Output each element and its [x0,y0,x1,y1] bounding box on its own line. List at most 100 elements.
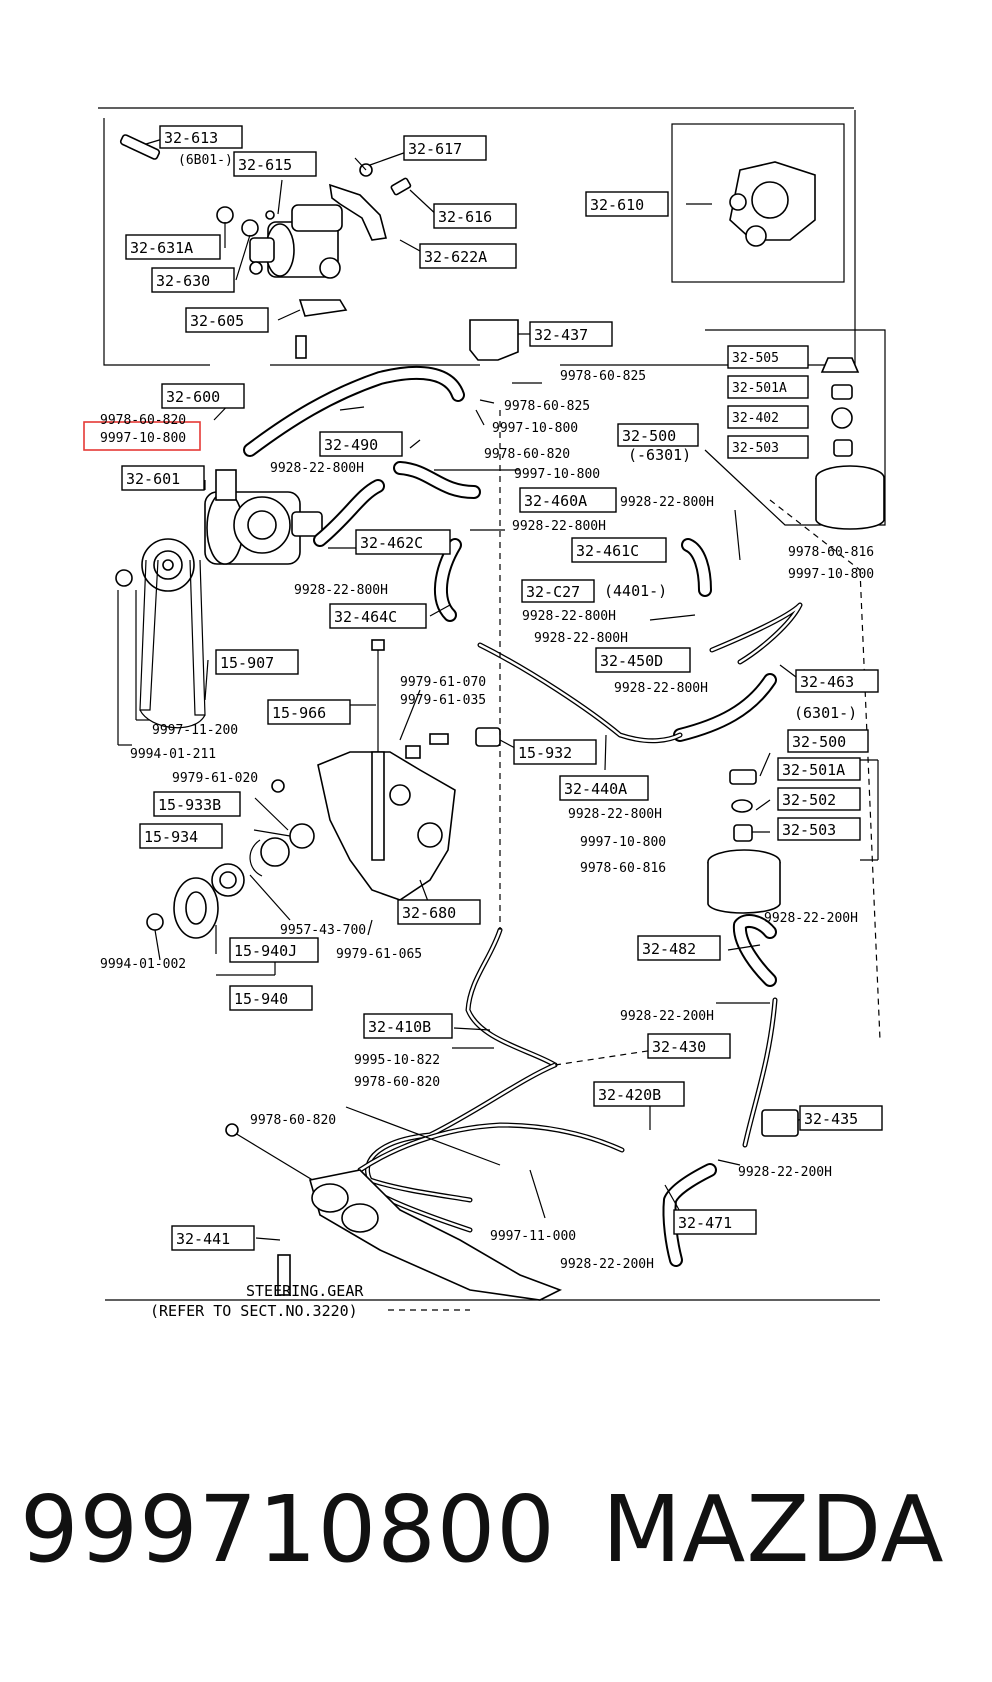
label-steering-gear: STEERING.GEAR [246,1282,364,1300]
label-9978-60-820-a: 9978-60-820 [100,413,186,428]
label-32-450D: 32-450D [600,652,663,670]
label-9997-10-800-c: 9997-10-800 [788,567,874,582]
bolt-parts [119,134,412,359]
label-9978-60-816-b: 9978-60-816 [580,861,666,876]
reservoir-kit-parts [815,357,885,530]
label-32-615: 32-615 [238,156,292,174]
label-refer-to-sect: (REFER TO SECT.NO.3220) [150,1302,358,1320]
label-9979-61-035: 9979-61-035 [400,693,486,708]
label-32-630: 32-630 [156,272,210,290]
label-32-C27: 32-C27 [526,583,580,601]
pump-body-inset-part [729,161,816,247]
label-9995-10-822: 9995-10-822 [354,1053,440,1068]
label-6B01: (6B01-) [178,153,233,168]
label-15-933B: 15-933B [158,796,221,814]
label-9997-11-000: 9997-11-000 [490,1229,576,1244]
part-number-caption: 999710800 [20,1476,556,1583]
label-32-610: 32-610 [590,196,644,214]
boxed-part-labels: 32-613 32-615 32-617 32-616 32-610 32-63… [121,125,883,1251]
brand-caption: MAZDA [602,1476,945,1583]
bracket-32-441 [277,1254,291,1296]
fitting-15-932 [475,727,501,747]
label-9928-22-200H-b: 9928-22-200H [620,1009,714,1024]
snap-ring [249,839,263,877]
label-32-501A-kit: 32-501A [732,381,787,396]
label-9994-01-002: 9994-01-002 [100,957,186,972]
label-9928-22-800H-h: 9928-22-800H [568,807,662,822]
label-15-966: 15-966 [272,704,326,722]
highlight-box [83,421,201,451]
label-15-940J: 15-940J [234,942,297,960]
label-9997-10-800-b: 9997-10-800 [514,467,600,482]
label-32-616: 32-616 [438,208,492,226]
label-9997-11-200: 9997-11-200 [152,723,238,738]
label-32-461C: 32-461C [576,542,639,560]
label-32-680: 32-680 [402,904,456,922]
label-9979-61-020: 9979-61-020 [172,771,258,786]
leader-lines [117,137,881,1311]
label-32-410B: 32-410B [368,1018,431,1036]
pump-body-assembly [249,204,343,279]
label-32-605: 32-605 [190,312,244,330]
reservoir-kit-frame [704,329,886,526]
label-32-463: 32-463 [800,673,854,691]
label-32-622A: 32-622A [424,248,487,266]
label-minus-6301: (-6301) [628,446,691,464]
label-32-464C: 32-464C [334,608,397,626]
label-9928-22-200H-c: 9928-22-200H [738,1165,832,1180]
reservoir-kit-lower [707,769,781,914]
pump-group-frame [103,118,210,366]
label-32-437: 32-437 [534,326,588,344]
label-32-460A: 32-460A [524,492,587,510]
label-9928-22-800H-b: 9928-22-800H [620,495,714,510]
label-32-440A: 32-440A [564,780,627,798]
label-32-601: 32-601 [126,470,180,488]
label-32-502: 32-502 [782,791,836,809]
label-9979-61-065: 9979-61-065 [336,947,422,962]
label-9979-61-070: 9979-61-070 [400,675,486,690]
label-15-940: 15-940 [234,990,288,1008]
nut-part [115,569,133,587]
label-15-934: 15-934 [144,828,198,846]
washer-part [260,837,290,867]
label-9928-22-800H-c: 9928-22-800H [512,519,606,534]
label-32-500-kit: 32-500 [622,427,676,445]
label-32-505: 32-505 [732,351,779,366]
label-32-402: 32-402 [732,411,779,426]
bolt-part-c [405,745,421,759]
power-steering-pump [204,469,323,565]
label-9978-60-820-c: 9978-60-820 [354,1075,440,1090]
label-32-501A: 32-501A [782,761,845,779]
label-32-500: 32-500 [792,733,846,751]
nut-part-b [146,913,164,931]
label-9978-60-820-b: 9978-60-820 [484,447,570,462]
label-9928-22-800H-e: 9928-22-800H [522,609,616,624]
label-9957-43-700: 9957-43-700 [280,923,366,938]
bolt-part-b [429,733,449,745]
label-9994-01-211: 9994-01-211 [130,747,216,762]
pump-pulley [141,538,195,592]
label-32-503-kit: 32-503 [732,441,779,456]
bolt-head [371,639,385,651]
label-32-441: 32-441 [176,1230,230,1248]
label-9928-22-200H-d: 9928-22-200H [560,1257,654,1272]
pump-body-inset-frame [671,123,845,283]
label-9978-60-825-a: 9978-60-825 [560,369,646,384]
label-15-932: 15-932 [518,744,572,762]
label-32-462C: 32-462C [360,534,423,552]
label-4401: (4401-) [604,582,667,600]
label-32-617: 32-617 [408,140,462,158]
spacer-15-934 [289,823,315,849]
bracket-32-437 [469,319,519,361]
clamp-32-435 [761,1109,799,1137]
label-9997-10-800-a: 9997-10-800 [492,421,578,436]
label-9978-60-820-d: 9978-60-820 [250,1113,336,1128]
label-15-907: 15-907 [220,654,274,672]
label-32-490: 32-490 [324,436,378,454]
label-32-503: 32-503 [782,821,836,839]
caption-bar: 999710800 MAZDA [0,1475,992,1585]
label-9978-60-816-a: 9978-60-816 [788,545,874,560]
idler-pulley-15-940 [173,863,245,939]
label-9928-22-800H-a: 9928-22-800H [270,461,364,476]
